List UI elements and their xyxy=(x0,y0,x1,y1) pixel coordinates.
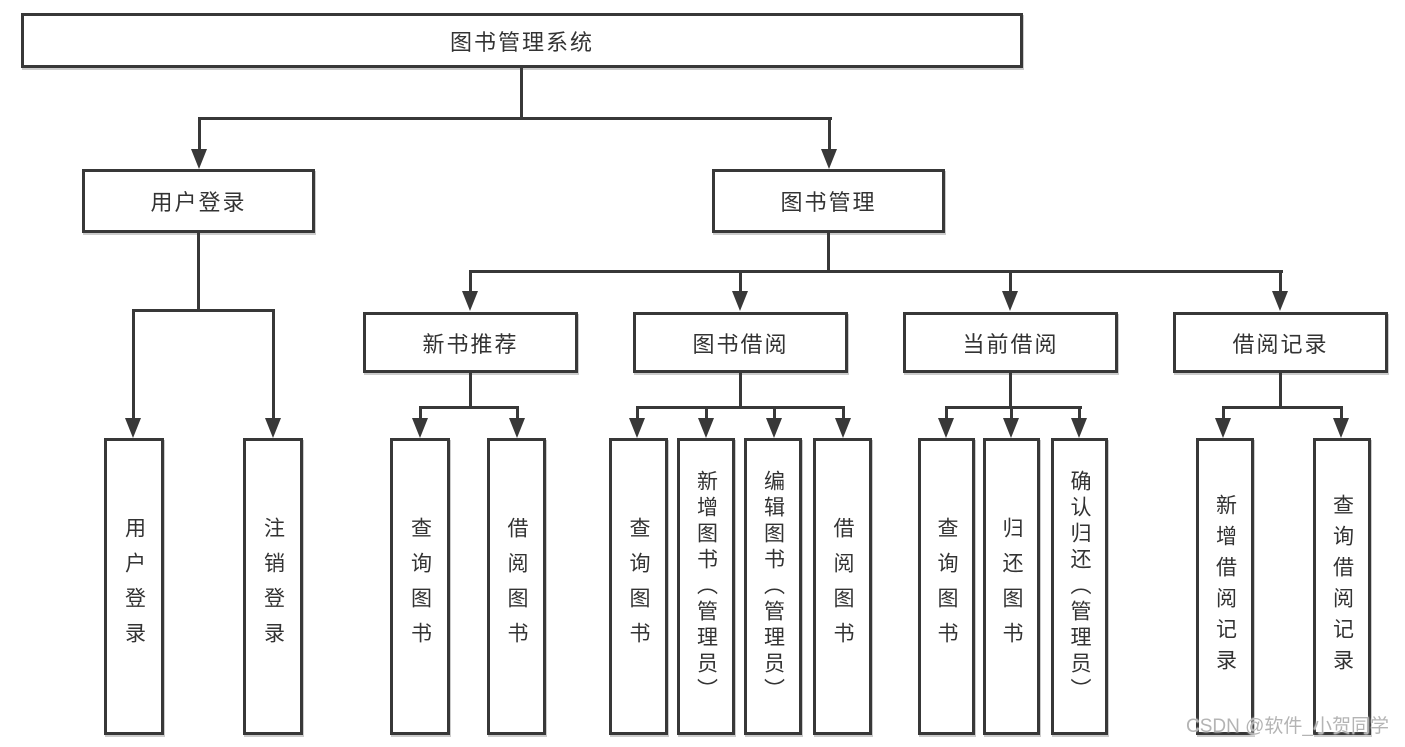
leaf-query-book-recommend-label: 查询图书 xyxy=(408,516,432,657)
node-book-borrow: 图书借阅 xyxy=(633,312,848,373)
arrowhead-leaf-edit-book xyxy=(766,418,782,438)
connector-book-borrow-split xyxy=(636,406,845,409)
connector-to-leaf-borrow1 xyxy=(516,406,519,422)
leaf-return-book: 归还图书 xyxy=(983,438,1040,735)
arrowhead-leaf-query1 xyxy=(412,418,428,438)
connector-to-current-borrow xyxy=(1009,270,1012,294)
watermark: CSDN @软件_小贺同学 xyxy=(1186,716,1389,737)
connector-new-book-stem xyxy=(469,373,472,408)
leaf-add-book-admin-label: 新增图书（管理员） xyxy=(694,469,718,704)
leaf-user-login: 用户登录 xyxy=(104,438,164,735)
connector-book-mgmt-stem xyxy=(827,233,830,272)
connector-new-book-split xyxy=(419,406,519,409)
leaf-borrow-book-label: 借阅图书 xyxy=(831,516,854,657)
connector-current-borrow-stem xyxy=(1009,373,1012,408)
connector-to-new-book xyxy=(469,270,472,294)
node-user-login-label: 用户登录 xyxy=(150,190,247,215)
arrowhead-leaf-query3 xyxy=(938,418,954,438)
arrowhead-borrow-record xyxy=(1272,291,1288,311)
node-current-borrow: 当前借阅 xyxy=(903,312,1118,373)
connector-book-mgmt-split xyxy=(469,270,1283,273)
connector-borrow-record-stem xyxy=(1279,373,1282,408)
leaf-query-book-current-label: 查询图书 xyxy=(935,516,958,657)
arrowhead-leaf-return xyxy=(1003,418,1019,438)
arrowhead-user-login xyxy=(191,149,207,169)
connector-user-login-split xyxy=(133,309,275,312)
leaf-return-book-label: 归还图书 xyxy=(1000,516,1023,657)
arrowhead-book-management xyxy=(821,149,837,169)
leaf-logout-label: 注销登录 xyxy=(261,516,285,657)
node-user-login: 用户登录 xyxy=(82,169,315,233)
connector-to-leaf-add-record xyxy=(1222,406,1225,422)
leaf-user-login-label: 用户登录 xyxy=(122,516,146,657)
leaf-edit-book-admin-label: 编辑图书（管理员） xyxy=(761,469,785,704)
leaf-query-book-borrow: 查询图书 xyxy=(609,438,668,735)
connector-to-book-management xyxy=(828,117,831,151)
connector-to-leaf-query3 xyxy=(945,406,948,422)
leaf-borrow-book: 借阅图书 xyxy=(813,438,872,735)
connector-to-borrow-record xyxy=(1279,270,1282,294)
leaf-query-book-current: 查询图书 xyxy=(918,438,975,735)
leaf-add-book-admin: 新增图书（管理员） xyxy=(677,438,735,735)
connector-user-login-stem xyxy=(197,233,200,311)
node-borrow-record-label: 借阅记录 xyxy=(1232,331,1329,357)
connector-to-user-login xyxy=(198,117,201,151)
connector-book-borrow-stem xyxy=(739,373,742,408)
node-book-management-label: 图书管理 xyxy=(780,190,877,215)
connector-to-leaf-borrow2 xyxy=(842,406,845,422)
node-book-borrow-label: 图书借阅 xyxy=(692,331,789,357)
leaf-query-book-recommend: 查询图书 xyxy=(390,438,450,735)
leaf-borrow-book-recommend-label: 借阅图书 xyxy=(505,516,528,657)
connector-to-leaf-user-login xyxy=(132,309,135,421)
connector-root-split xyxy=(198,117,832,120)
arrowhead-leaf-add-record xyxy=(1215,418,1231,438)
arrowhead-leaf-user-login xyxy=(125,418,141,438)
leaf-logout: 注销登录 xyxy=(243,438,303,735)
connector-root-stem xyxy=(520,68,523,120)
arrowhead-leaf-query-record xyxy=(1333,418,1349,438)
node-root: 图书管理系统 xyxy=(21,13,1023,68)
connector-current-borrow-split xyxy=(945,406,1082,409)
arrowhead-book-borrow xyxy=(732,291,748,311)
connector-to-leaf-query-record xyxy=(1340,406,1343,422)
leaf-add-borrow-record-label: 新增借阅记录 xyxy=(1213,493,1237,680)
connector-to-leaf-add-book xyxy=(705,406,708,422)
arrowhead-leaf-logout xyxy=(265,418,281,438)
connector-to-leaf-confirm-return xyxy=(1078,406,1081,422)
leaf-add-borrow-record: 新增借阅记录 xyxy=(1196,438,1254,735)
arrowhead-new-book xyxy=(462,291,478,311)
arrowhead-leaf-add-book xyxy=(698,418,714,438)
arrowhead-current-borrow xyxy=(1002,291,1018,311)
leaf-edit-book-admin: 编辑图书（管理员） xyxy=(744,438,802,735)
leaf-query-borrow-record: 查询借阅记录 xyxy=(1313,438,1371,735)
connector-to-leaf-query1 xyxy=(419,406,422,422)
leaf-borrow-book-recommend: 借阅图书 xyxy=(487,438,546,735)
connector-borrow-record-split xyxy=(1222,406,1342,409)
connector-to-leaf-logout xyxy=(272,309,275,421)
node-borrow-record: 借阅记录 xyxy=(1173,312,1388,373)
arrowhead-leaf-confirm-return xyxy=(1071,418,1087,438)
node-new-book-recommend: 新书推荐 xyxy=(363,312,578,373)
connector-to-book-borrow xyxy=(739,270,742,294)
leaf-query-borrow-record-label: 查询借阅记录 xyxy=(1330,493,1354,680)
connector-to-leaf-edit-book xyxy=(773,406,776,422)
arrowhead-leaf-borrow2 xyxy=(835,418,851,438)
arrowhead-leaf-borrow1 xyxy=(509,418,525,438)
node-current-borrow-label: 当前借阅 xyxy=(962,331,1059,357)
leaf-query-book-borrow-label: 查询图书 xyxy=(627,516,650,657)
node-root-label: 图书管理系统 xyxy=(449,29,594,55)
leaf-confirm-return-admin-label: 确认归还（管理员） xyxy=(1068,469,1091,704)
arrowhead-leaf-query2 xyxy=(629,418,645,438)
connector-to-leaf-return xyxy=(1010,406,1013,422)
connector-to-leaf-query2 xyxy=(636,406,639,422)
node-new-book-recommend-label: 新书推荐 xyxy=(422,331,519,357)
node-book-management: 图书管理 xyxy=(712,169,945,233)
leaf-confirm-return-admin: 确认归还（管理员） xyxy=(1051,438,1108,735)
